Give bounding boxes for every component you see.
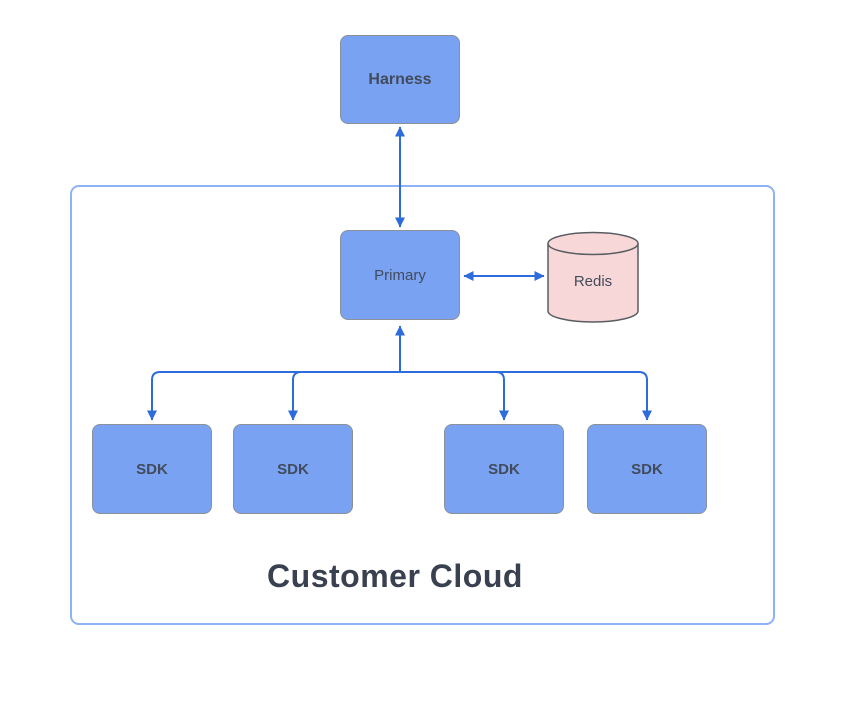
- node-redis-label: Redis: [573, 273, 613, 290]
- node-sdk-2: SDK: [233, 424, 353, 514]
- node-sdk-4-label: SDK: [631, 460, 663, 478]
- cylinder-shape: [547, 231, 639, 323]
- node-sdk-3-label: SDK: [488, 460, 520, 478]
- node-sdk-3: SDK: [444, 424, 564, 514]
- node-sdk-4: SDK: [587, 424, 707, 514]
- node-sdk-2-label: SDK: [277, 460, 309, 478]
- node-harness: Harness: [340, 35, 460, 124]
- node-primary-label: Primary: [374, 266, 426, 284]
- node-sdk-1: SDK: [92, 424, 212, 514]
- node-primary: Primary: [340, 230, 460, 320]
- customer-cloud-label: Customer Cloud: [267, 558, 523, 594]
- node-redis: Redis: [547, 231, 639, 324]
- node-sdk-1-label: SDK: [136, 460, 168, 478]
- node-harness-label: Harness: [368, 70, 432, 88]
